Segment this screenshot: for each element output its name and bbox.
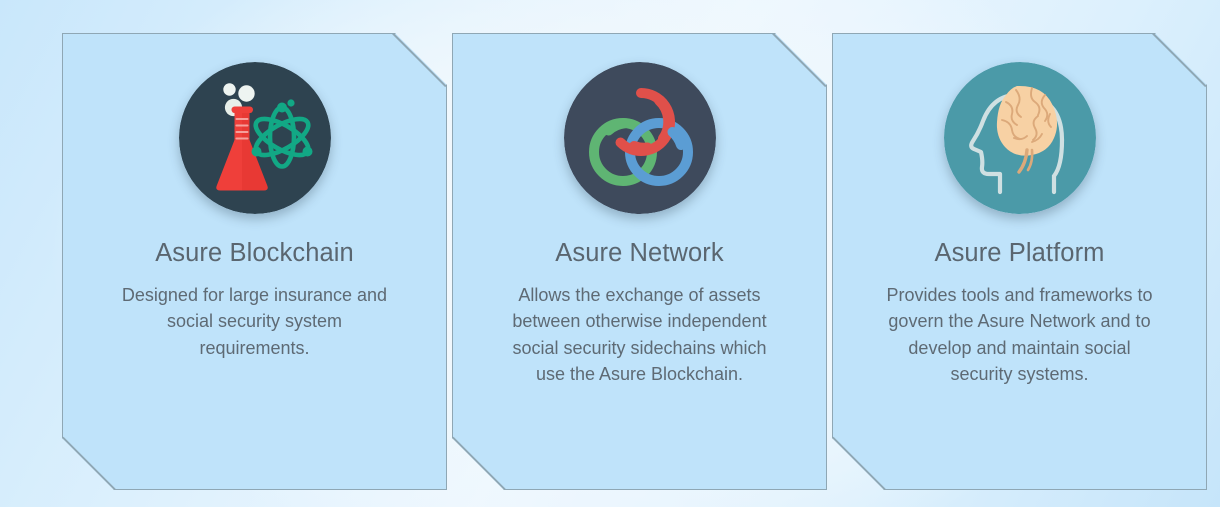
card-corner-cut-top-right: [772, 33, 826, 87]
card-title: Asure Platform: [934, 239, 1105, 267]
card-corner-cut-bottom-left: [452, 436, 506, 490]
card-corner-cut-bottom-left: [832, 436, 886, 490]
card-corner-cut-top-right: [392, 33, 446, 87]
card-corner-cut-top-right: [1152, 33, 1206, 87]
interlocking-rings-icon: [564, 62, 716, 214]
card-title: Asure Network: [555, 239, 724, 267]
feature-card-asure-platform[interactable]: Asure Platform Provides tools and framew…: [832, 33, 1207, 490]
flask-atom-icon: [179, 62, 331, 214]
card-description: Allows the exchange of assets between ot…: [512, 284, 767, 384]
card-icon-wrap: [179, 62, 331, 214]
card-description: Designed for large insurance and social …: [121, 284, 388, 358]
brain-head-icon: [944, 62, 1096, 214]
feature-card-asure-blockchain[interactable]: Asure Blockchain Designed for large insu…: [62, 33, 447, 490]
feature-card-asure-network[interactable]: Asure Network Allows the exchange of ass…: [452, 33, 827, 490]
card-description: Provides tools and frameworks to govern …: [886, 284, 1153, 384]
card-icon-wrap: [944, 62, 1096, 214]
card-title: Asure Blockchain: [155, 239, 354, 267]
card-icon-wrap: [564, 62, 716, 214]
card-corner-cut-bottom-left: [62, 436, 116, 490]
